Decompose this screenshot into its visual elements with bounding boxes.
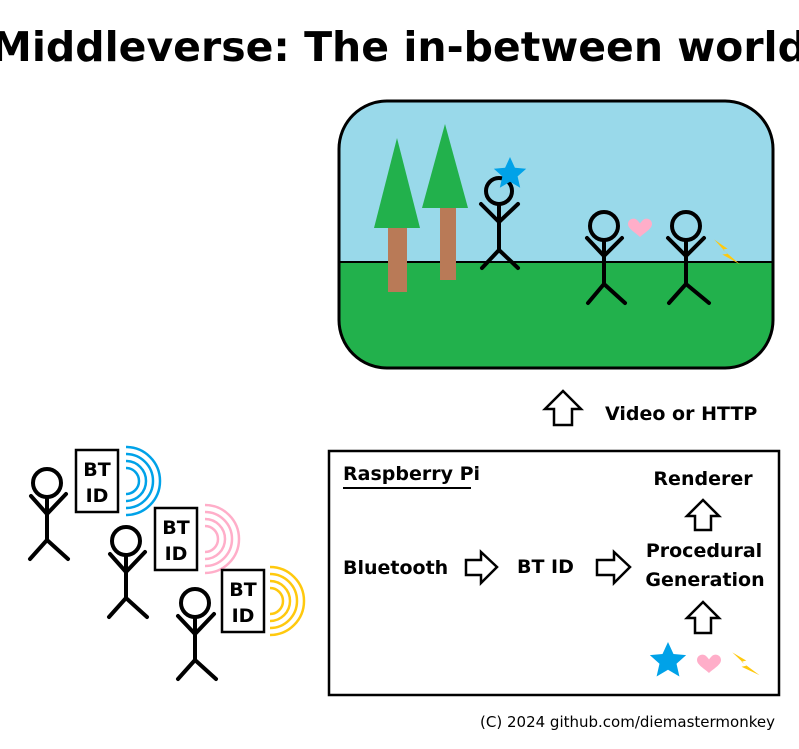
game-scene [337,99,775,370]
badge-line2: ID [86,485,109,507]
bt-id-label: BT ID [517,556,574,578]
scene-frame [337,99,775,370]
badge-line2: ID [232,605,255,627]
up-arrow-icon [683,498,723,532]
renderer-label: Renderer [653,468,753,490]
signal-icon [125,445,162,517]
badge-line1: BT [83,459,110,481]
bluetooth-label: Bluetooth [343,557,448,579]
right-arrow-icon [595,549,632,587]
link-label: Video or HTTP [605,403,757,425]
user-2: BT ID [107,503,241,619]
up-arrow-icon [683,600,723,635]
sky [339,101,773,262]
badge-line1: BT [229,579,256,601]
procgen-label-line2: Generation [645,569,764,591]
badge-line1: BT [162,517,189,539]
character-star [479,157,527,270]
signal-icon [269,565,306,637]
page-title: Middleverse: The in-between world [0,23,799,71]
signal-icon [204,503,241,575]
tree-right [422,124,468,280]
right-arrow-icon [464,549,499,587]
raspberry-pi-box: Raspberry Pi Renderer Procedural Generat… [327,449,781,697]
character-lightning [666,210,740,305]
raspberry-pi-title: Raspberry Pi [343,463,480,485]
credit-text: (C) 2024 github.com/diemastermonkey [480,713,775,731]
badge-line2: ID [165,543,188,565]
bt-id-badge [220,568,266,634]
grass [339,262,773,368]
bt-id-badge [153,506,199,572]
user-3: BT ID [176,565,306,681]
bt-id-badge [74,448,120,514]
procgen-label-line1: Procedural [646,540,762,562]
character-heart [585,210,652,305]
tree-left [374,138,420,292]
up-arrow-icon [541,389,585,427]
user-1: BT ID [28,445,162,561]
